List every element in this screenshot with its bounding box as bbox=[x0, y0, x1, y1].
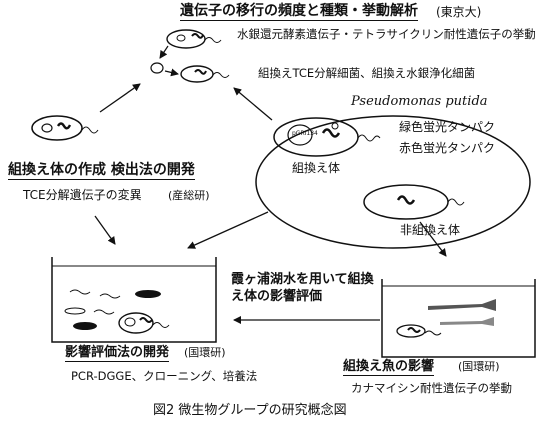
fish-tank bbox=[381, 279, 536, 358]
mercury-gene-text: 水銀還元酵素遺伝子・テトラサイクリン耐性遺伝子の挙動 bbox=[237, 27, 536, 41]
gene-transfer-title: 遺伝子の移行の頻度と種類・挙動解析 bbox=[180, 3, 418, 21]
pseudomonas-ellipse bbox=[255, 115, 531, 249]
figure-caption: 図2 微生物グループの研究概念図 bbox=[153, 403, 347, 418]
arrow-left-to-top bbox=[99, 83, 141, 113]
left-section-title: 組換え体の作成 検出法の開発 bbox=[8, 162, 195, 180]
arrow-left-to-tank bbox=[94, 215, 116, 245]
gene-transfer-org: (東京大) bbox=[436, 5, 482, 19]
lake-eval-line2: え体の影響評価 bbox=[231, 289, 323, 304]
tce-gene-mutation: TCE分解遺伝子の変異 bbox=[23, 188, 142, 202]
nonrecombinant-label: 非組換え体 bbox=[400, 223, 461, 237]
recombinant-cell bbox=[273, 117, 381, 157]
green-protein-label: 緑色蛍光タンパク bbox=[399, 120, 496, 134]
recombinant-fish-title: 組換え魚の影響 bbox=[343, 359, 435, 376]
recombinant-label: 組換え体 bbox=[292, 161, 341, 175]
top-cell-recipient bbox=[180, 65, 230, 83]
nonrecombinant-cell bbox=[363, 184, 465, 220]
recombinant-fish-org: (国環研) bbox=[458, 360, 500, 373]
eval-methods-list: PCR-DGGE、クローニング、培養法 bbox=[71, 369, 258, 383]
arrow-ellipse-to-tank bbox=[187, 211, 269, 249]
tce-bacteria-text: 組換えTCE分解細菌、組換え水銀浄化細菌 bbox=[258, 66, 476, 80]
eval-method-org: (国環研) bbox=[184, 346, 226, 359]
species-label: Pseudomonas putida bbox=[351, 94, 488, 109]
kanamycin-gene-text: カナマイシン耐性遺伝子の挙動 bbox=[351, 381, 512, 395]
top-cell-small bbox=[150, 62, 164, 74]
left-cell bbox=[31, 115, 99, 141]
plasmid-label: pGRI134 bbox=[292, 130, 318, 137]
arrow-ellipse-to-top bbox=[233, 87, 273, 121]
left-section-org: (産総研) bbox=[168, 189, 210, 202]
arrow-transfer-1 bbox=[159, 45, 169, 59]
arrow-transfer-2 bbox=[164, 68, 179, 77]
top-cell-donor bbox=[166, 29, 222, 49]
red-protein-label: 赤色蛍光タンパク bbox=[399, 141, 496, 155]
lake-water-tank bbox=[51, 257, 217, 343]
lake-eval-line1: 霞ヶ浦湖水を用いて組換 bbox=[231, 272, 374, 287]
eval-method-title: 影響評価法の開発 bbox=[65, 345, 170, 362]
arrow-ellipse-to-fish bbox=[419, 221, 447, 257]
